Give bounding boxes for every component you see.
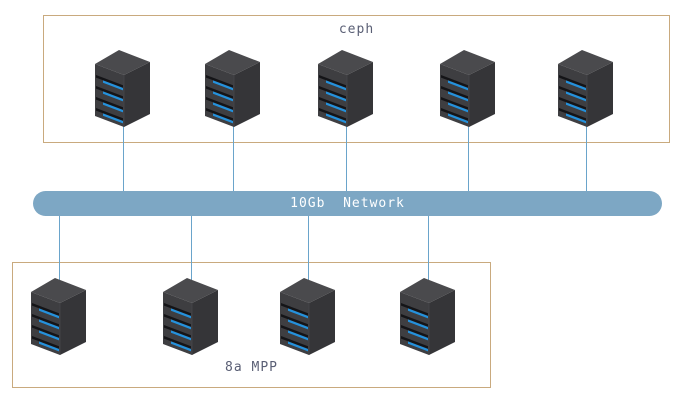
network-bus-label: 10Gb Network	[290, 196, 405, 211]
drive-bays	[559, 75, 586, 124]
mpp-cluster-label: 8a MPP	[225, 360, 278, 375]
connector-ceph-4	[468, 126, 469, 191]
drive-bays	[164, 303, 191, 352]
server-icon-ceph-3	[318, 50, 373, 127]
network-bus-bar: 10Gb Network	[33, 191, 662, 216]
drive-bays	[96, 75, 123, 124]
server-icon-ceph-1	[95, 50, 150, 127]
connector-ceph-5	[586, 126, 587, 191]
connector-ceph-3	[346, 126, 347, 191]
drive-bays	[319, 75, 346, 124]
server-icon-ceph-5	[558, 50, 613, 127]
server-icon-mpp-1	[31, 278, 86, 355]
server-icon-mpp-4	[400, 278, 455, 355]
connector-mpp-2	[191, 216, 192, 284]
drive-bays	[32, 303, 59, 352]
drive-bays	[206, 75, 233, 124]
server-icon-ceph-2	[205, 50, 260, 127]
server-icon-ceph-4	[440, 50, 495, 127]
ceph-cluster-box: ceph	[43, 15, 670, 143]
ceph-cluster-label: ceph	[338, 22, 375, 37]
drive-bays	[441, 75, 468, 124]
connector-ceph-1	[123, 126, 124, 191]
server-icon-mpp-3	[280, 278, 335, 355]
connector-ceph-2	[233, 126, 234, 191]
server-icon-mpp-2	[163, 278, 218, 355]
connector-mpp-4	[428, 216, 429, 284]
connector-mpp-3	[308, 216, 309, 284]
drive-bays	[401, 303, 428, 352]
drive-bays	[281, 303, 308, 352]
connector-mpp-1	[59, 216, 60, 284]
mpp-cluster-box: 8a MPP	[12, 262, 491, 388]
